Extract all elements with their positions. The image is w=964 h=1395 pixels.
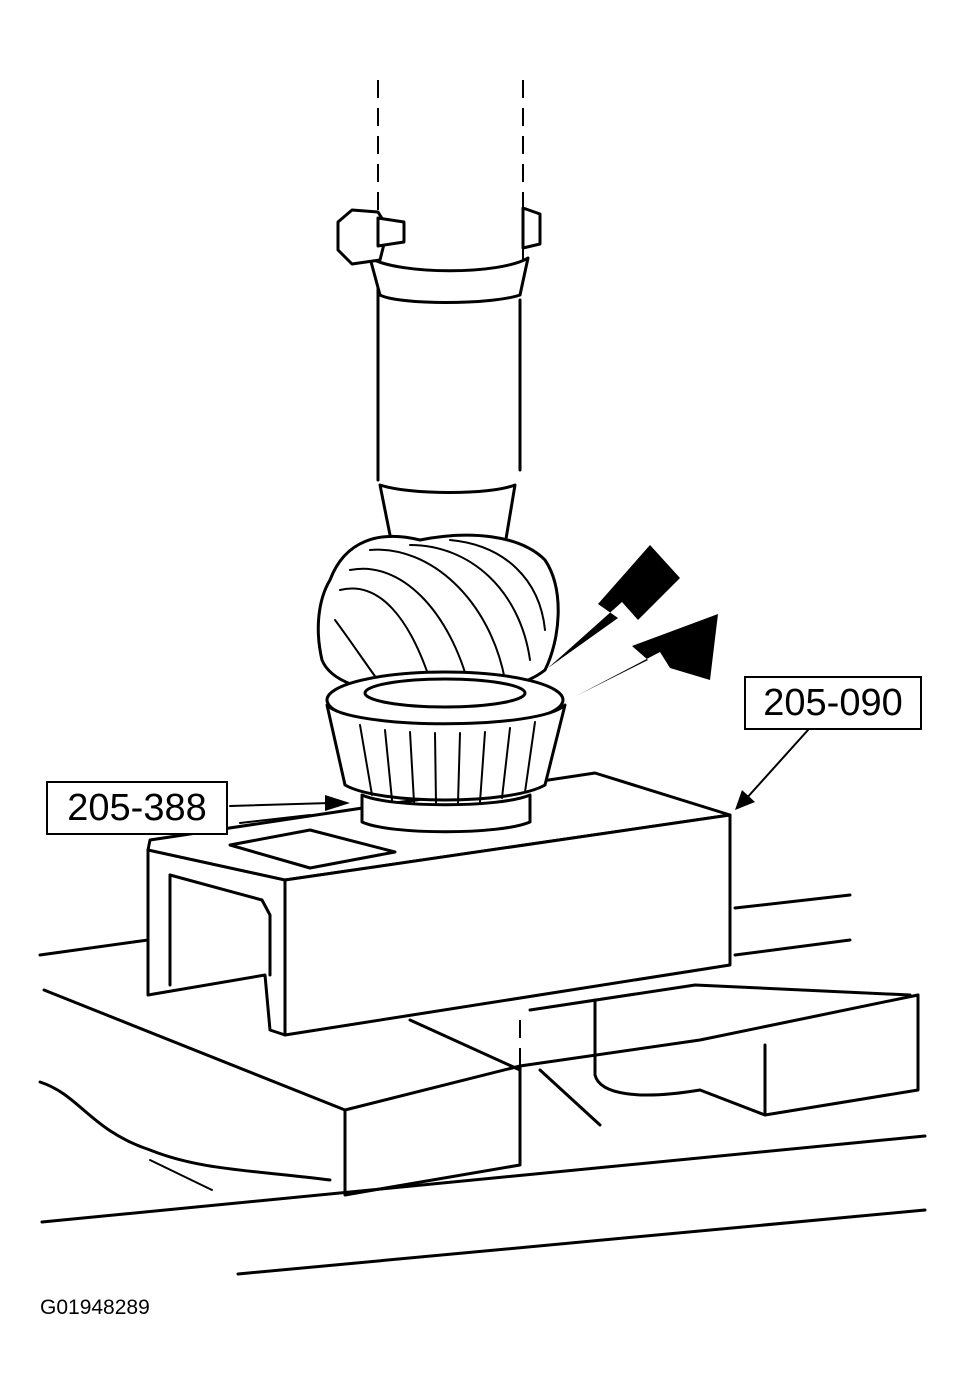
- figure-id: G01948289: [40, 1296, 150, 1319]
- tool-callout-text: 205-090: [763, 681, 903, 724]
- press-ram: [336, 80, 542, 554]
- tool-callout-205-090: 205-090: [744, 676, 922, 730]
- direction-arrows: [548, 545, 718, 696]
- tool-callout-205-388: 205-388: [46, 781, 228, 835]
- callout-leaders: [229, 729, 809, 824]
- pinion-gear: [316, 533, 560, 698]
- tool-callout-text: 205-388: [67, 786, 207, 829]
- press-bed: [38, 893, 927, 1276]
- bearing: [325, 670, 567, 834]
